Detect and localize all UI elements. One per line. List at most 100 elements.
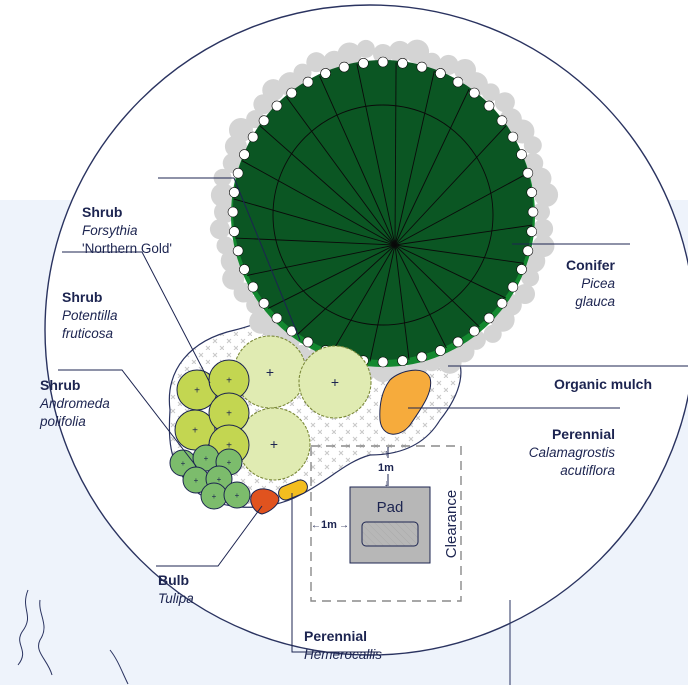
conifer-ray: [394, 244, 525, 264]
conifer-scallop: [232, 167, 244, 179]
coast-sketch: [17, 589, 129, 685]
plant-center-mark: +: [204, 454, 209, 463]
conifer-scallop: [271, 312, 283, 324]
conifer-scallop: [302, 336, 314, 348]
canopy-bump: [210, 183, 235, 208]
label-title: Shrub: [62, 289, 102, 305]
conifer-ray: [394, 70, 435, 246]
canopy-bump: [532, 203, 550, 221]
dim-horizontal-arrow: ←: [311, 520, 321, 531]
plant-center-mark: +: [217, 475, 222, 484]
conifer-ray: [394, 172, 529, 246]
canopy-bump: [422, 52, 441, 71]
potentilla-plant: [174, 409, 216, 451]
conifer-scallop: [271, 100, 283, 112]
conifer-scallop: [469, 87, 480, 99]
conifer-scallop: [228, 226, 240, 237]
conifer-scallop: [516, 264, 527, 275]
conifer-scallop: [452, 336, 464, 348]
label-species: acutiflora: [560, 463, 615, 478]
canopy-bump: [216, 236, 235, 255]
plant-center-mark: +: [270, 436, 278, 452]
pad-label: Pad: [377, 499, 404, 516]
plant-center-mark: +: [226, 376, 232, 387]
conifer-scallop: [507, 281, 519, 293]
conifer-ray: [394, 125, 507, 246]
andromeda-plant: [223, 481, 251, 509]
conifer-scallop: [338, 61, 350, 73]
label-title: Perennial: [552, 426, 615, 442]
plant-center-mark: +: [331, 374, 339, 390]
plant-center-mark: +: [212, 492, 217, 501]
label-potentilla: Shrub Potentilla fruticosa: [62, 289, 118, 341]
dim-horizontal-arrow: →: [339, 520, 349, 531]
conifer-scallop: [469, 325, 480, 337]
label-title: Organic mulch: [554, 376, 652, 392]
leader-tulipa: [156, 505, 263, 567]
conifer-scallop: [239, 149, 250, 160]
conifer-scallop: [507, 131, 519, 143]
conifer-scallop: [496, 115, 508, 126]
conifer-ray: [319, 75, 396, 246]
leader-forsythia: [158, 177, 301, 341]
conifer-scallop: [483, 100, 495, 112]
conifer-scallop: [496, 298, 508, 309]
plant-center-mark: +: [181, 459, 186, 468]
label-title: Bulb: [158, 572, 189, 588]
conifer-scallop: [522, 245, 534, 257]
plant-center-mark: +: [226, 441, 232, 452]
label-title: Shrub: [82, 204, 122, 220]
conifer-ray: [369, 244, 396, 362]
leader-hemerocallis: [291, 493, 380, 653]
conifer-ray: [259, 125, 396, 246]
perennial-hemerocallis: [278, 479, 308, 501]
conifer-scallop: [258, 298, 270, 309]
conifer-scallop: [377, 356, 389, 368]
clearance-box: [310, 445, 462, 602]
canopy-bump: [521, 268, 540, 287]
conifer-ray: [235, 237, 396, 246]
conifer-scallops: [227, 56, 539, 368]
label-title: Perennial: [304, 628, 367, 644]
dim-vertical-label: 1m: [378, 462, 394, 474]
canopy-bump: [534, 182, 559, 207]
canopy-bump: [483, 324, 502, 343]
label-species: glauca: [575, 294, 615, 309]
canopy-bump: [209, 219, 230, 240]
conifer-ray: [394, 244, 507, 299]
plant-center-mark: +: [266, 364, 274, 380]
canopy-bump: [388, 40, 411, 63]
leader-lines: [58, 177, 688, 653]
plant-center-mark: +: [235, 491, 240, 500]
conifer-scallop: [286, 87, 297, 99]
forsythia-group: [233, 335, 372, 481]
conifer-scallop: [516, 149, 527, 160]
andromeda-group: [169, 444, 251, 510]
canopy-bump: [373, 44, 393, 64]
perennial-calamagrostis: [379, 369, 432, 435]
conifer-ray: [394, 244, 480, 328]
label-forsythia: Shrub Forsythia 'Northern Gold': [82, 204, 172, 256]
plant-center-mark: +: [227, 458, 232, 467]
conifer-scallop: [397, 57, 408, 69]
label-species: fruticosa: [62, 326, 114, 341]
label-species: Forsythia: [82, 223, 138, 238]
conifer-scallop: [377, 56, 389, 68]
label-cultivar: 'Northern Gold': [82, 241, 172, 256]
conifer-ray: [394, 88, 470, 246]
label-title: Shrub: [40, 377, 80, 393]
forsythia-plant: [298, 345, 372, 419]
conifer-scallop: [526, 226, 538, 237]
label-species: Picea: [581, 276, 615, 291]
conifer-ray: [394, 244, 447, 349]
dim-horizontal-label: 1m: [321, 519, 337, 531]
canopy-bump: [494, 92, 515, 113]
plant-center-mark: +: [194, 386, 200, 397]
canopy-bump: [249, 309, 274, 334]
conifer-inner-ring: [272, 104, 494, 326]
label-hemerocallis: Perennial Hemerocallis: [304, 628, 382, 662]
conifer-scallop: [435, 345, 446, 356]
conifer-scallop: [358, 57, 369, 69]
